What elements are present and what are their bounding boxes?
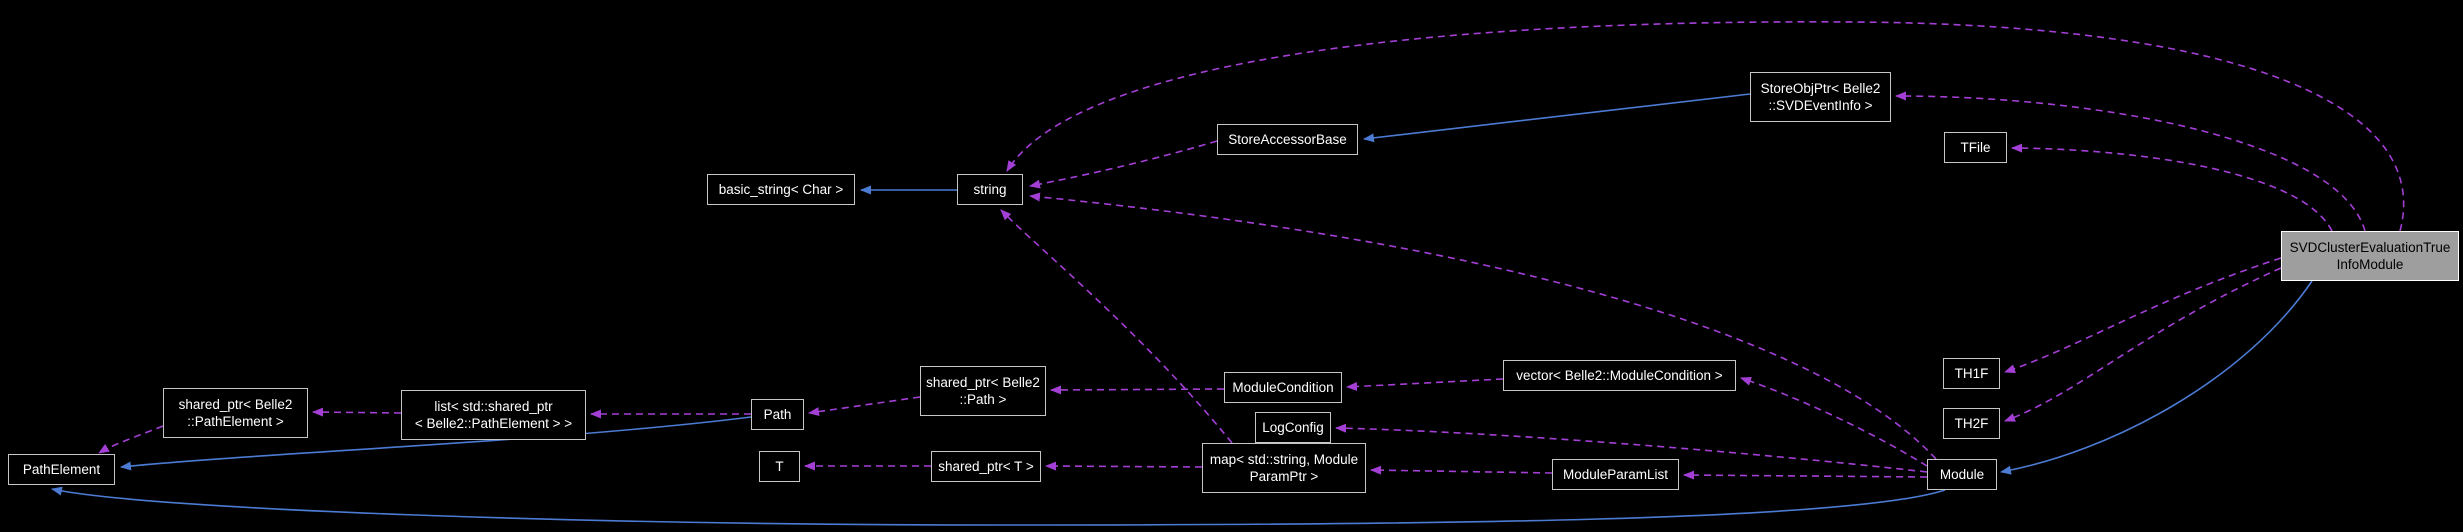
node-storeaccessorbase-label: StoreAccessorBase [1228,132,1347,147]
node-string[interactable]: string [957,174,1023,205]
node-list-sharedptr-label-2: < Belle2::PathElement > > [414,416,573,431]
node-th1f-label: TH1F [1954,366,1989,381]
node-modulecondition-label: ModuleCondition [1232,380,1334,395]
node-th2f[interactable]: TH2F [1943,408,2000,439]
node-moduleparamlist-label: ModuleParamList [1562,467,1669,482]
node-th1f[interactable]: TH1F [1943,358,2000,389]
edge-storeobjptr-to-storeaccessorbase-inheritance [1363,93,1751,143]
node-svdmodule-label-2: InfoModule [2336,257,2404,272]
node-logconfig-label: LogConfig [1262,420,1324,435]
node-th2f-label: TH2F [1954,416,1989,431]
edge-map-to-sharedptrt-usage [1045,461,1203,471]
node-path-label: Path [763,407,792,422]
node-vector-modulecondition-label: vector< Belle2::ModuleCondition > [1516,368,1723,383]
edge-module-to-vector-usage [1740,376,1928,467]
node-moduleparamlist[interactable]: ModuleParamList [1552,459,1679,490]
node-map-moduleparamptr-label-1: map< std::string, Module [1209,452,1359,467]
node-svdclusterevaluationtrueinfomodule: SVDClusterEvaluationTrue InfoModule [2281,231,2459,281]
node-tfile-label: TFile [1960,140,1991,155]
node-module[interactable]: Module [1927,459,1997,490]
edge-svdmodule-to-storeobjptr-usage [1895,91,2366,232]
node-modulecondition[interactable]: ModuleCondition [1224,372,1342,403]
edge-modulecondition-to-sharedptrpath-usage [1050,385,1225,395]
node-map-moduleparamptr[interactable]: map< std::string, Module ParamPtr > [1202,443,1366,493]
node-path[interactable]: Path [751,399,804,430]
edge-svdmodule-to-th1f-usage [2004,257,2282,374]
node-pathelement-label: PathElement [22,462,101,477]
node-basicstring-label: basic_string< Char > [718,182,844,197]
node-sharedptr-pathelement[interactable]: shared_ptr< Belle2 ::PathElement > [163,388,308,438]
node-basicstring[interactable]: basic_string< Char > [707,174,855,205]
node-t[interactable]: T [759,451,800,482]
node-sharedptr-path[interactable]: shared_ptr< Belle2 ::Path > [920,366,1046,416]
edge-module-to-string-usage [1029,192,1937,460]
edge-module-to-moduleparamlist-usage [1683,470,1928,480]
edge-module-to-pathelement-inheritance [51,486,1946,526]
node-module-label: Module [1939,467,1985,482]
edge-sharedptrpathelement-to-pathelement-usage [98,425,164,454]
edge-sharedptrpath-to-path-usage [808,396,921,417]
node-svdmodule-label-1: SVDClusterEvaluationTrue [2289,240,2451,255]
node-tfile[interactable]: TFile [1944,132,2007,163]
edge-list-to-sharedptrpathelement-usage [312,407,402,417]
node-list-sharedptr-label-1: list< std::shared_ptr [434,399,553,414]
edge-svdmodule-to-th2f-usage [2004,267,2282,422]
node-sharedptr-pathelement-label-1: shared_ptr< Belle2 [178,397,293,412]
node-map-moduleparamptr-label-2: ParamPtr > [1249,469,1319,484]
node-t-label: T [775,459,784,474]
node-logconfig[interactable]: LogConfig [1255,412,1331,443]
node-storeobjptr-label-1: StoreObjPtr< Belle2 [1760,81,1881,96]
node-sharedptr-path-label-2: ::Path > [959,392,1007,407]
edge-storeaccessorbase-to-string-usage [1029,140,1218,189]
node-storeaccessorbase[interactable]: StoreAccessorBase [1217,124,1358,155]
edge-moduleparamlist-to-map-usage [1370,465,1553,475]
node-list-sharedptr[interactable]: list< std::shared_ptr < Belle2::PathElem… [401,390,586,440]
node-sharedptr-t[interactable]: shared_ptr< T > [931,451,1041,482]
node-storeobjptr-label-2: ::SVDEventInfo > [1768,98,1873,113]
edge-svdmodule-to-tfile-usage [2011,143,2333,232]
node-sharedptr-path-label-1: shared_ptr< Belle2 [926,375,1040,390]
node-pathelement[interactable]: PathElement [8,454,115,485]
node-storeobjptr[interactable]: StoreObjPtr< Belle2 ::SVDEventInfo > [1750,72,1891,122]
edge-svdmodule-to-module-inheritance [2000,280,2313,475]
node-vector-modulecondition[interactable]: vector< Belle2::ModuleCondition > [1503,360,1736,391]
edge-vector-to-modulecondition-usage [1346,378,1504,391]
node-string-label: string [973,182,1007,197]
node-sharedptr-pathelement-label-2: ::PathElement > [187,414,284,429]
node-sharedptr-t-label: shared_ptr< T > [938,459,1034,474]
